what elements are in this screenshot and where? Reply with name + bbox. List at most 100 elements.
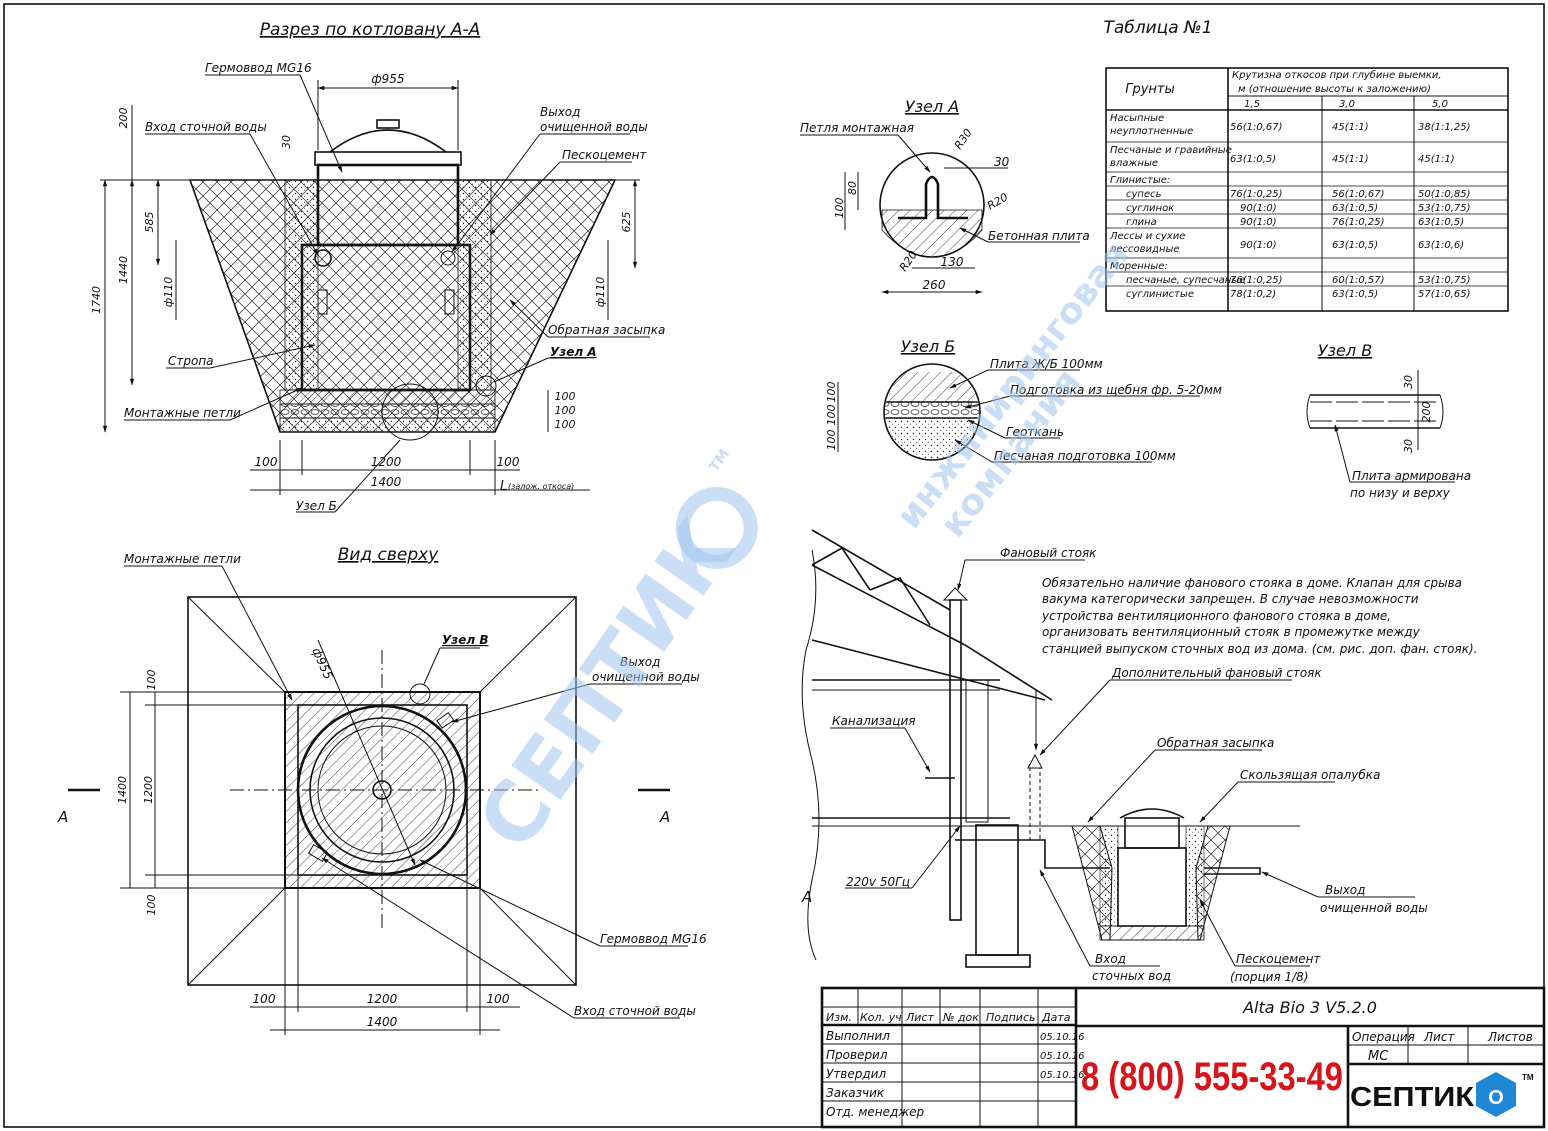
dim-w1400: 1400 xyxy=(371,475,402,489)
uzel-a-r20a: R20 xyxy=(985,191,1010,213)
stamp-col-3: № док xyxy=(942,1011,979,1024)
dim-100c: 100 xyxy=(555,418,576,431)
table-row-4-value-0: 90(1:0) xyxy=(1240,203,1277,214)
uzel-v-d30a: 30 xyxy=(1402,375,1415,389)
table-depth-1: 1,5 xyxy=(1244,99,1260,110)
uzel-a-d130: 130 xyxy=(941,255,964,269)
dim-585: 585 xyxy=(143,212,156,233)
label-plan-inlet: Вход сточной воды xyxy=(574,1004,696,1018)
table-depth-3: 5,0 xyxy=(1432,99,1448,110)
dim-d955: ф955 xyxy=(371,72,404,86)
table-row-1-name-1: влажные xyxy=(1110,158,1158,169)
dim-d110-left: ф110 xyxy=(162,277,175,307)
table-row-1-value-2: 45(1:1) xyxy=(1418,154,1455,165)
cut-left: А xyxy=(57,808,68,826)
uzel-a-d100: 100 xyxy=(833,198,846,219)
stamp-date-2: 05.10.16 xyxy=(1040,1070,1085,1081)
label-sand-cement: Пескоцемент xyxy=(562,148,647,162)
label-plan-germovvod: Гермоввод MG16 xyxy=(600,932,707,946)
stamp-head-1: Лист xyxy=(1423,1030,1455,1044)
stamp-col-1: Кол. уч xyxy=(860,1011,902,1024)
stamp-tm: TM xyxy=(1522,1073,1534,1082)
stamp-role-0: Выполнил xyxy=(826,1029,890,1043)
scheme-note-2: вакума категорически запрещен. В случае … xyxy=(1042,592,1419,606)
label-outlet-2: очищенной воды xyxy=(540,120,648,134)
scheme-outlet-2: очищенной воды xyxy=(1320,901,1428,915)
label-plan-uzel-v: Узел В xyxy=(442,633,488,647)
table-row-8-value-2: 53(1:0,75) xyxy=(1418,275,1471,286)
table-row-2-name-0: Глинистые: xyxy=(1110,175,1170,186)
table-row-1-name-0: Песчаные и гравийные xyxy=(1110,145,1232,156)
table-row-1-value-1: 45(1:1) xyxy=(1332,154,1369,165)
label-uzel-b: Узел Б xyxy=(296,499,337,513)
label-plan-mount-loops: Монтажные петли xyxy=(124,552,241,566)
detail-uzel-b: Узел Б 100 100 100 Плита Ж/Б 100мм Подго… xyxy=(825,337,1222,463)
table-1: Таблица №1 Грунты Крутизна откосов при г… xyxy=(1103,18,1509,312)
section-aa-title: Разрез по котловану А-А xyxy=(260,20,481,40)
sheet-frame xyxy=(3,3,1545,1128)
table-row-6-value-2: 63(1:0,6) xyxy=(1418,240,1464,251)
table-row-4-value-1: 63(1:0,5) xyxy=(1332,203,1378,214)
table-row-4-value-2: 53(1:0,75) xyxy=(1418,203,1471,214)
table-row-5-value-1: 76(1:0,25) xyxy=(1332,217,1385,228)
label-outlet-1: Выход xyxy=(540,105,580,119)
stamp-roles: Выполнил Проверил Утвердил Заказчик Отд.… xyxy=(826,1029,925,1119)
dim-plan-h100l: 100 xyxy=(253,992,276,1006)
top-view-title: Вид сверху xyxy=(338,545,440,565)
scheme-sand-1: Пескоцемент xyxy=(1236,952,1321,966)
table-row-0-value-1: 45(1:1) xyxy=(1332,122,1369,133)
uzel-a-d30: 30 xyxy=(994,155,1010,169)
table-row-7-name-0: Моренные: xyxy=(1110,261,1168,272)
brand-logo-icon xyxy=(1476,1072,1516,1117)
dim-plan-h1400: 1400 xyxy=(367,1015,398,1029)
stamp-col-5: Дата xyxy=(1041,1011,1071,1024)
dim-200: 200 xyxy=(117,108,130,129)
stamp-head-0: Операция xyxy=(1352,1030,1415,1044)
dim-plan-v100a: 100 xyxy=(145,670,158,691)
label-inlet: Вход сточной воды xyxy=(145,120,267,134)
table-row-0-name-1: неуплотненные xyxy=(1110,126,1193,137)
stamp-brand-o: O xyxy=(1488,1087,1504,1109)
scheme-note: Обязательно наличие фанового стояка в до… xyxy=(1041,576,1477,656)
loop-rebar xyxy=(898,175,968,220)
label-germovvod: Гермоввод MG16 xyxy=(205,61,312,75)
title-block: Изм. Кол. уч Лист № док Подпись Дата Вып… xyxy=(820,986,1546,1129)
scheme-power: 220v 50Гц xyxy=(846,875,910,889)
stamp-col-4: Подпись xyxy=(986,1011,1035,1024)
uzel-a-loop: Петля монтажная xyxy=(800,121,914,135)
label-backfill: Обратная засыпка xyxy=(548,323,665,337)
dim-plan-v1200: 1200 xyxy=(142,776,155,804)
label-plan-outlet-1: Выход xyxy=(620,655,660,669)
table-row-6-name-1: лессовидные xyxy=(1109,244,1180,255)
table-row-5-value-0: 90(1:0) xyxy=(1240,217,1277,228)
base-slab xyxy=(279,389,496,405)
watermark: СЕПТИК TM xyxy=(460,447,758,867)
scheme-sewer: Канализация xyxy=(832,714,915,728)
stamp-role-4: Отд. менеджер xyxy=(826,1105,925,1119)
dim-plan-h100r: 100 xyxy=(487,992,510,1006)
loop-left xyxy=(317,289,328,315)
table-row-0-value-2: 38(1:1,25) xyxy=(1418,122,1471,133)
table-row-6-name-0: Лессы и сухие xyxy=(1109,231,1185,242)
dim-d110-right: ф110 xyxy=(594,277,607,307)
scheme-vent: Фановый стояк xyxy=(1000,546,1097,560)
detail-uzel-v: Узел В 30 200 30 Плита армирована по низ… xyxy=(1306,341,1471,500)
dim-w100-right: 100 xyxy=(497,455,520,469)
uzel-v-l2: по низу и верху xyxy=(1350,486,1451,500)
table-row-3-value-1: 56(1:0,67) xyxy=(1332,189,1385,200)
inlet-pipe xyxy=(314,249,332,267)
uzel-a-title: Узел А xyxy=(905,97,959,116)
scheme-backfill: Обратная засыпка xyxy=(1157,736,1274,750)
table-row-1-value-0: 63(1:0,5) xyxy=(1230,154,1276,165)
lid-handle xyxy=(376,119,400,129)
label-mount-loops: Монтажные петли xyxy=(124,406,241,420)
label-uzel-a: Узел А xyxy=(550,345,597,359)
scheme-note-4: организовать вентиляционный стояк в пром… xyxy=(1042,625,1421,639)
pit-outline xyxy=(187,596,577,986)
uzel-b-d1: 100 xyxy=(825,382,838,403)
table-row-8-value-0: 76(1:0,25) xyxy=(1230,275,1283,286)
tank-lid xyxy=(329,129,447,153)
scheme-inlet-2: сточных вод xyxy=(1092,969,1171,983)
dim-100a: 100 xyxy=(555,390,576,403)
